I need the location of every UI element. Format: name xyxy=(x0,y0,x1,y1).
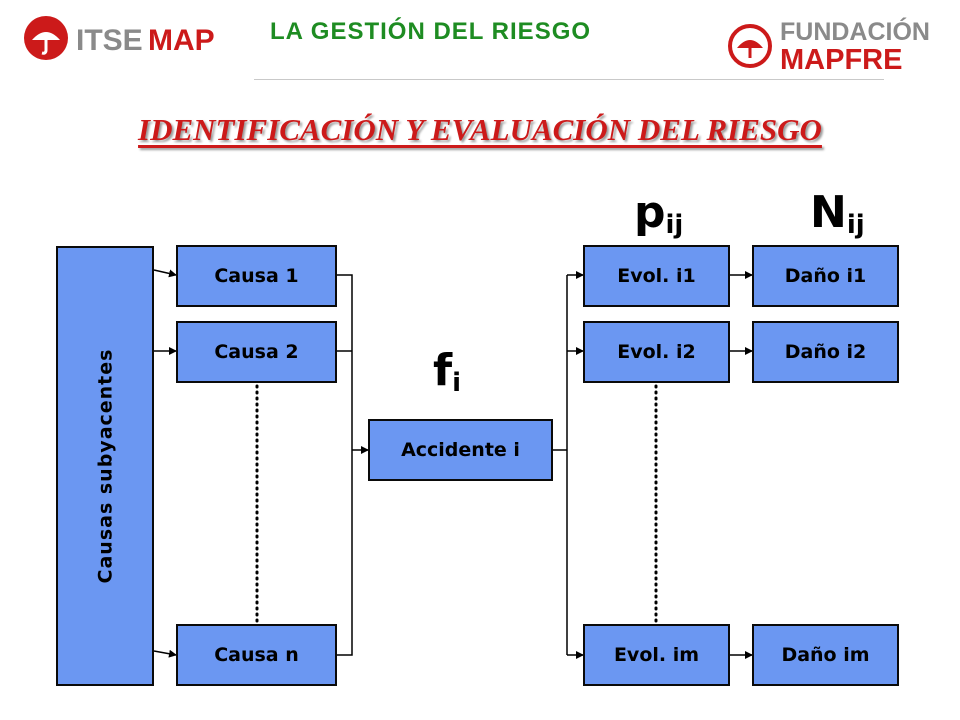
underlying-causes-box: Causas subyacentes xyxy=(56,246,154,686)
arrow-group-to-causa-n xyxy=(153,649,177,658)
header-divider xyxy=(254,79,884,80)
consequence-symbol: Nij xyxy=(810,187,865,240)
logo-suffix-text: MAP xyxy=(148,24,215,57)
accident-box: Accidente i xyxy=(368,419,553,481)
bracket-causes-to-accident xyxy=(337,274,353,656)
evolution-box-1: Evol. i1 xyxy=(583,245,730,307)
itsemap-logo: ITSE MAP xyxy=(24,16,215,60)
cause-box-2: Causa 2 xyxy=(176,321,337,383)
page-subtitle: IDENTIFICACIÓN Y EVALUACIÓN DEL RIESGO xyxy=(138,112,822,147)
bracket-accident-to-evolutions xyxy=(553,275,568,655)
cause-box-1: Causa 1 xyxy=(176,245,337,307)
damage-box-1: Daño i1 xyxy=(752,245,899,307)
logo-line2-text: MAPFRE xyxy=(780,44,902,74)
header-title: LA GESTIÓN DEL RIESGO xyxy=(270,18,592,45)
logo-prefix-text: ITSE xyxy=(76,24,143,57)
logo-line1-text: FUNDACIÓN xyxy=(780,16,930,46)
damage-box-m: Daño im xyxy=(752,624,899,686)
mapfre-emblem-icon xyxy=(728,24,772,68)
probability-symbol: pij xyxy=(634,187,684,240)
evolution-box-2: Evol. i2 xyxy=(583,321,730,383)
damage-box-2: Daño i2 xyxy=(752,321,899,383)
arrow-group-to-causa-1 xyxy=(153,269,177,278)
cause-box-n: Causa n xyxy=(176,624,337,686)
underlying-causes-label: Causas subyacentes xyxy=(94,348,117,584)
frequency-symbol: fi xyxy=(433,345,462,398)
evolution-box-m: Evol. im xyxy=(583,624,730,686)
fundacion-mapfre-logo: FUNDACIÓN MAPFRE xyxy=(728,16,930,74)
